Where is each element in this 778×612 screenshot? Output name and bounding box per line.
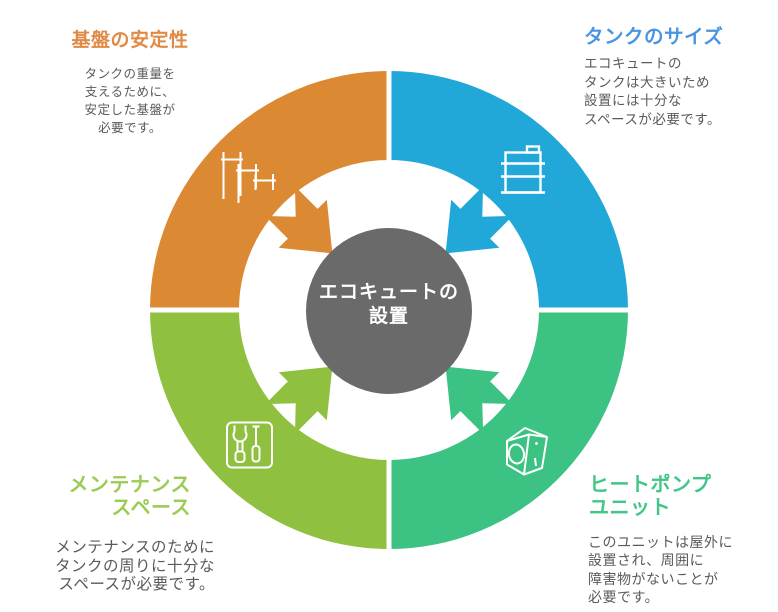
section-foundation-description: タンクの重量を 支えるために、 安定した基盤が 必要です。 [84,67,176,135]
heat-pump-unit-icon [506,427,548,476]
section-foundation-title: 基盤の安定性 [71,30,189,51]
segment-top-right [389,71,628,310]
segment-bottom-right [389,310,628,549]
section-tank-size-title: タンクのサイズ [584,26,724,48]
segment-top-left [150,71,389,310]
section-tank-size: タンクのサイズ エコキュートの タンクは大きいため 設置には十分な スペースが必… [584,25,776,129]
arrow-bottom-left [265,366,333,434]
center-title-line-2: 設置 [368,306,409,327]
center-circle [306,228,472,394]
section-tank-size-description: エコキュートの タンクは大きいため 設置には十分な スペースが必要です。 [584,56,722,127]
water-tank-icon [501,145,545,194]
maintenance-tools-icon [226,421,273,469]
section-maintenance-title: メンテナンス スペース [68,474,191,519]
center-title-line-1: エコキュートの [318,282,459,303]
section-foundation: 基盤の安定性 タンクの重量を 支えるために、 安定した基盤が 必要です。 [44,29,216,137]
foundation-piles-icon [221,152,276,203]
section-maintenance-description: メンテナンスのために タンクの周りに十分な スペースが必要です。 [54,539,215,594]
center-title: エコキュートの 設置 [279,281,499,329]
arrow-top-left [265,186,333,254]
section-heat-pump-title: ヒートポンプ ユニット [589,474,712,519]
section-heat-pump-description: このユニットは屋外に 設置され、周囲に 障害物がないことが 必要です。 [588,534,733,605]
arrow-bottom-right [445,366,513,434]
arrow-top-right [445,186,513,254]
segment-bottom-left [150,310,389,549]
